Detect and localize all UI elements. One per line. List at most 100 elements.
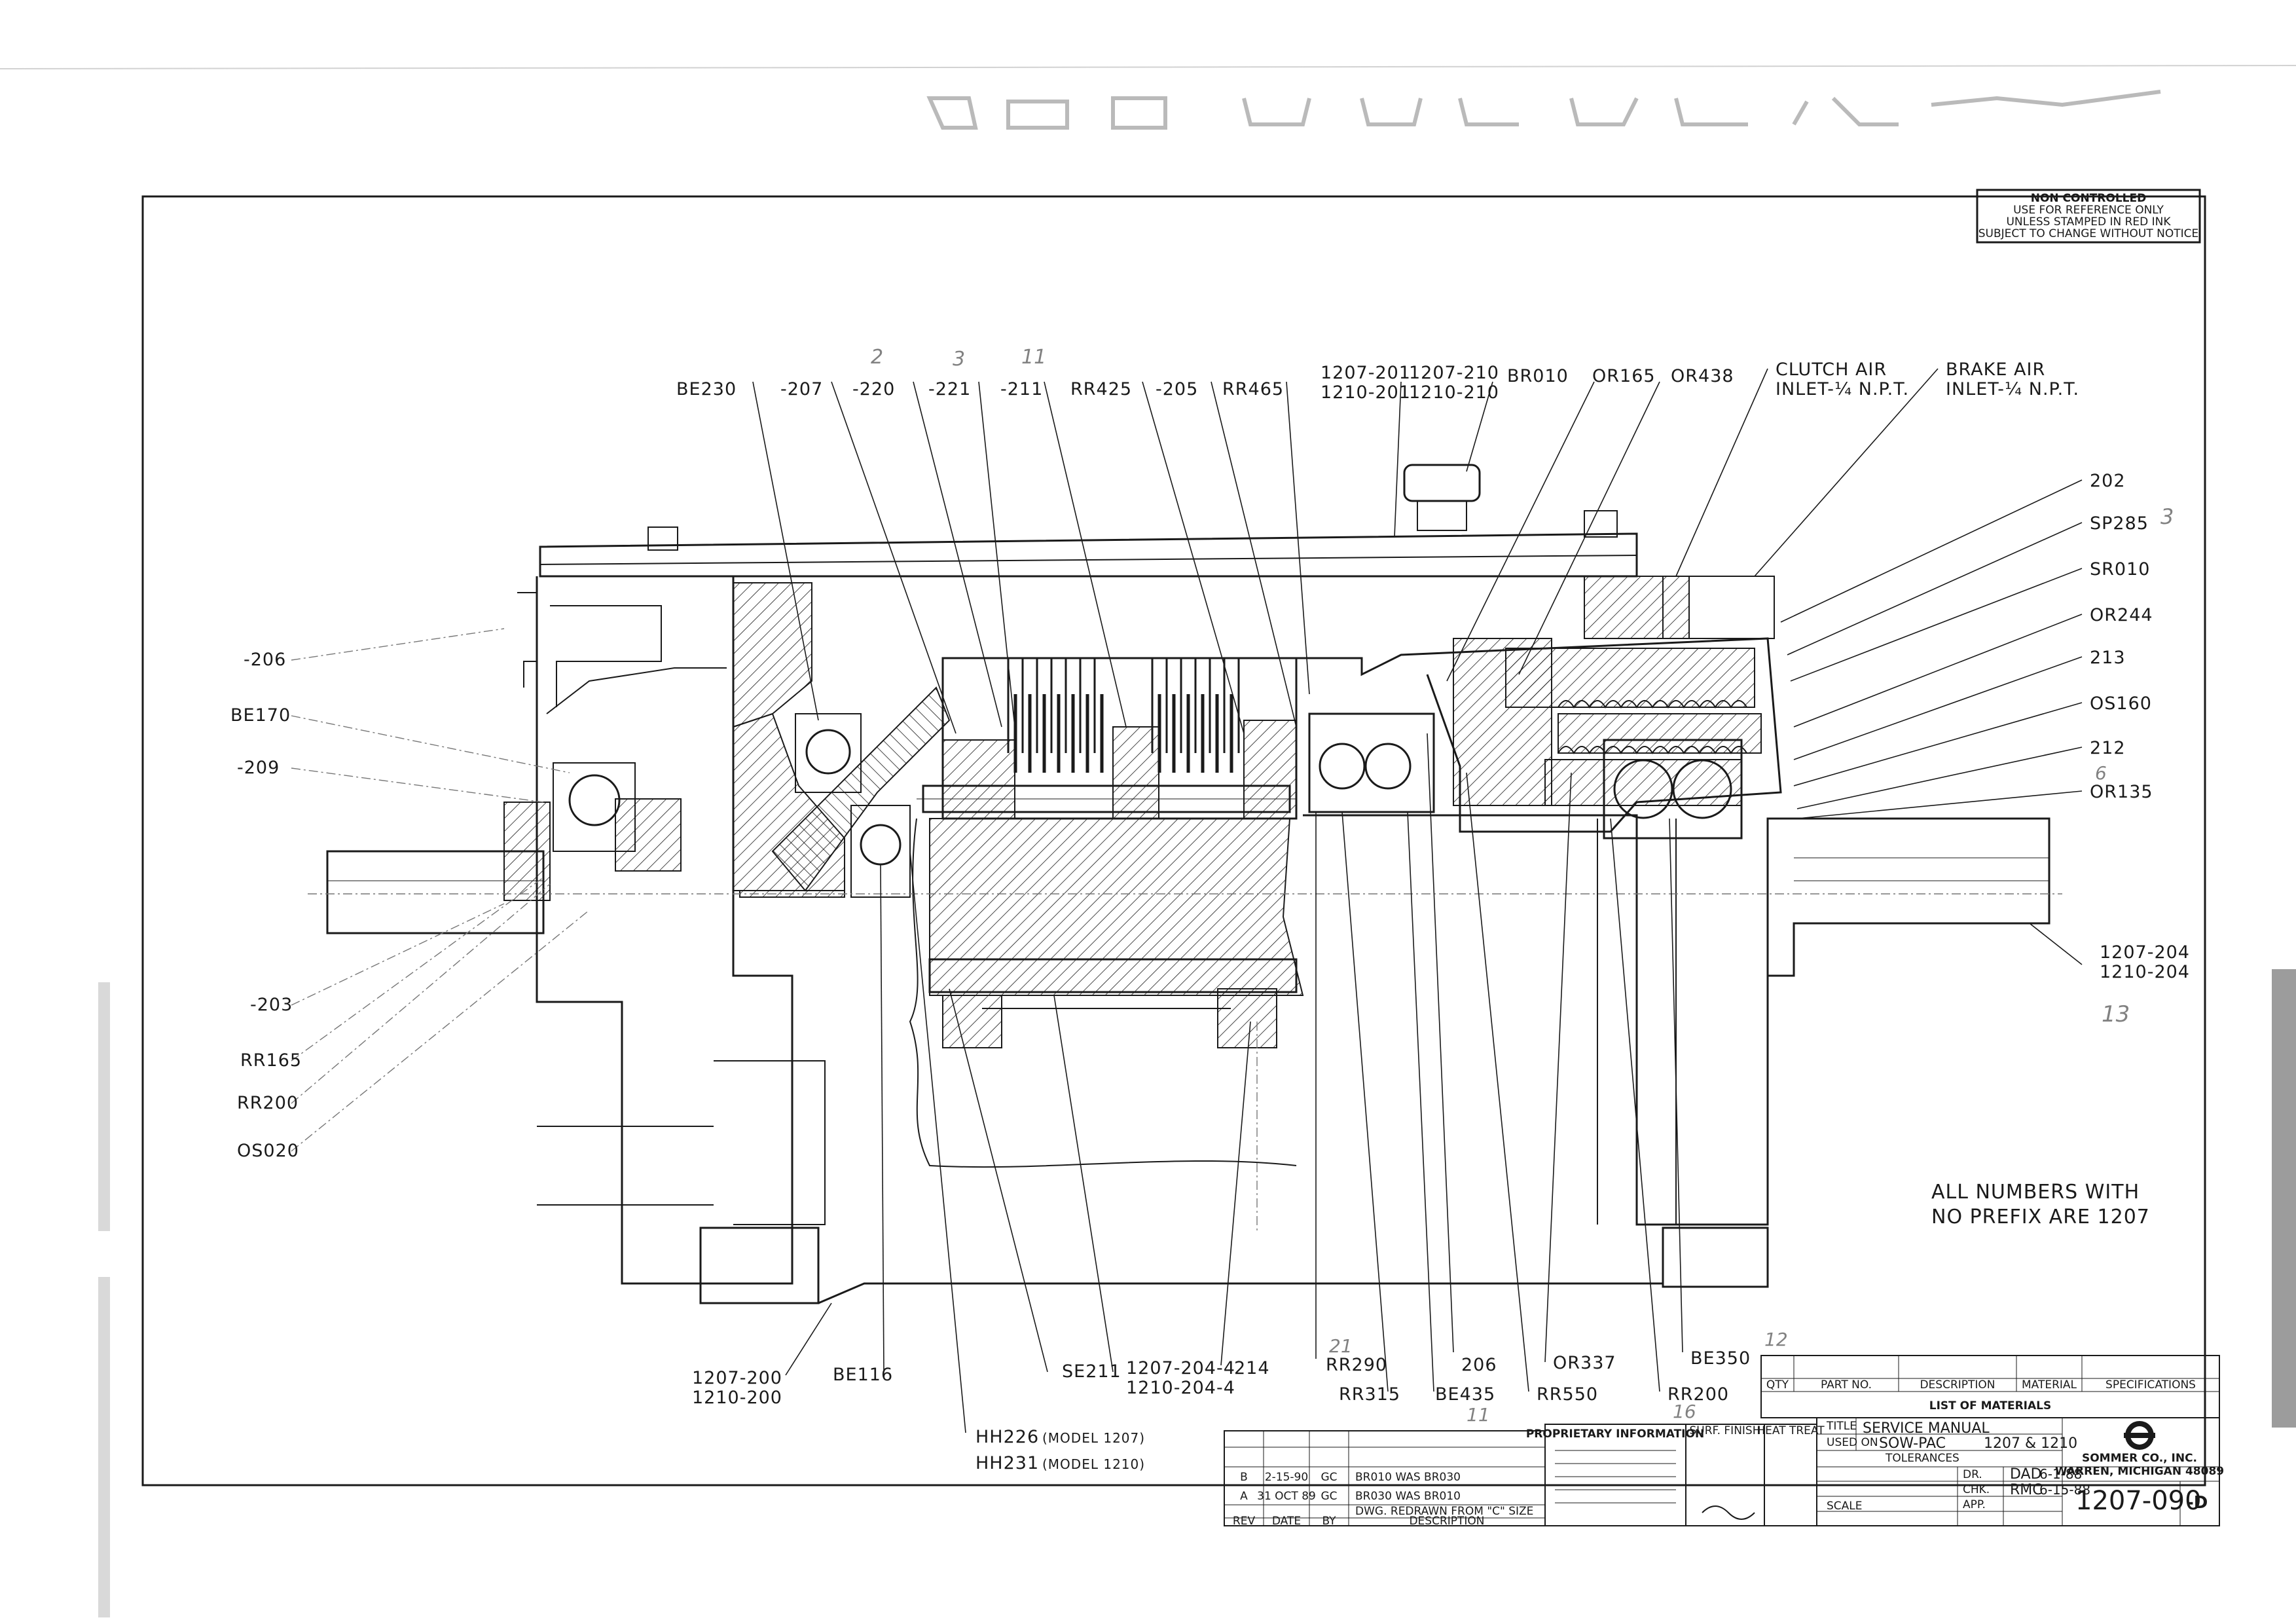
label-be435: BE435 [1435,1384,1495,1405]
surf-finish-label: SURF. FINISH [1690,1424,1761,1437]
label-hh226: HH226 [975,1427,1039,1447]
company-name: SOMMER CO., INC. [2082,1452,2197,1465]
label-brake-air: BRAKE AIR [1946,360,2045,380]
rev-header-rev: REV [1233,1515,1256,1528]
label-clutch-air-inlet: INLET-¼ N.P.T. [1776,379,1909,399]
label-rr200-left: RR200 [237,1093,299,1113]
checked-date: 6-15-88 [2039,1482,2090,1498]
hand-note-5: 6 [2095,762,2107,784]
list-header-part-no: PART NO. [1821,1378,1872,1392]
list-header-qty: QTY [1766,1378,1789,1392]
hand-note-7: 21 [1329,1335,1353,1357]
product-name: SOW-PAC [1879,1435,1946,1452]
rev-b-description: BR010 WAS BR030 [1355,1471,1461,1484]
rev-a-by: GC [1321,1490,1337,1503]
label-hh226-model: (MODEL 1207) [1042,1430,1145,1446]
label-1207-201: 1207-201 [1321,363,1411,383]
label-212: 212 [2090,738,2126,758]
checked-by: RMC [2010,1482,2043,1498]
rev-header-description: DESCRIPTION [1409,1515,1484,1528]
label-br010: BR010 [1507,366,1569,386]
label-205: -205 [1156,379,1198,399]
company-logo [2124,1421,2155,1450]
approved-label: APP. [1963,1498,1986,1511]
drawing-border [141,195,2206,1486]
label-clutch-air: CLUTCH AIR [1776,360,1887,380]
note-line-1: ALL NUMBERS WITH [1931,1181,2140,1204]
label-202: 202 [2090,471,2126,491]
note-line-2: NO PREFIX ARE 1207 [1931,1206,2150,1228]
label-brake-air-inlet: INLET-¼ N.P.T. [1946,379,2079,399]
label-1210-200: 1210-200 [692,1388,782,1408]
label-hh231: HH231 [975,1453,1039,1473]
hand-note-8: 16 [1673,1401,1696,1422]
list-header-description: DESCRIPTION [1920,1378,1995,1392]
label-sr010: SR010 [2090,559,2150,580]
part-labels: BE230 -207 -220 -221 -211 RR425 -205 RR4… [230,360,2190,1473]
list-header-specifications: SPECIFICATIONS [2105,1378,2196,1392]
hand-note-3: 11 [1021,346,1046,369]
label-sp285: SP285 [2090,513,2149,534]
revision-block: B 2-15-90 GC BR010 WAS BR030 A 31 OCT 89… [1224,1430,1546,1528]
label-rr315: RR315 [1339,1384,1400,1405]
heat-treat-label: HEAT TREAT [1757,1424,1825,1437]
rev-redrawn-description: DWG. REDRAWN FROM "C" SIZE [1355,1505,1533,1518]
label-os020: OS020 [237,1141,299,1161]
title-block: PROPRIETARY INFORMATION SURF. FINISH HEA… [1526,1355,2224,1526]
drawing-size: -D [2187,1493,2208,1513]
label-be116: BE116 [833,1365,893,1385]
label-213: 213 [2090,648,2126,668]
label-209: -209 [237,758,280,778]
label-1210-201: 1210-201 [1321,382,1411,403]
list-header-material: MATERIAL [2022,1378,2077,1392]
scan-artifacts [0,65,2296,1617]
stamp-title: NON CONTROLLED [2031,192,2147,205]
label-or165: OR165 [1592,366,1656,386]
rev-b-date: 2-15-90 [1265,1471,1308,1484]
hand-note-6: 13 [2102,1001,2130,1027]
label-214: 214 [1234,1358,1270,1378]
label-rr165: RR165 [240,1050,302,1071]
label-rr425: RR425 [1070,379,1132,399]
label-211: -211 [1000,379,1043,399]
label-be230: BE230 [676,379,737,399]
used-on-label: USED ON [1827,1436,1878,1449]
label-1207-210: 1207-210 [1409,363,1499,383]
proprietary-title: PROPRIETARY INFORMATION [1526,1428,1704,1441]
list-of-materials-title: LIST OF MATERIALS [1929,1399,2052,1412]
drawn-date: 6-1-88 [2039,1466,2082,1482]
stamp-line-2: UNLESS STAMPED IN RED INK [2006,215,2171,229]
rev-a-description: BR030 WAS BR010 [1355,1490,1461,1503]
label-rr550: RR550 [1537,1384,1598,1405]
label-or438: OR438 [1671,366,1734,386]
label-1210-210: 1210-210 [1409,382,1499,403]
label-or337: OR337 [1553,1353,1616,1373]
hand-note-10: 11 [1467,1404,1490,1426]
scale-label: SCALE [1827,1500,1863,1513]
label-1207-204-4: 1207-204-4 [1126,1358,1235,1378]
drawing-number: 1207-090 [2075,1486,2202,1516]
label-220: -220 [852,379,895,399]
label-1207-204: 1207-204 [2100,942,2190,963]
hand-note-4: 3 [2160,504,2174,529]
drawing-title: SERVICE MANUAL [1863,1420,1990,1437]
label-206-left: -206 [244,650,286,670]
label-rr290: RR290 [1326,1355,1387,1375]
handwritten-marks: 2 3 11 3 6 13 21 16 12 11 [871,346,2174,1426]
rev-b-letter: B [1240,1471,1248,1484]
rev-a-date: 31 OCT 89 [1257,1490,1316,1503]
label-be170: BE170 [230,705,291,726]
label-be350: BE350 [1690,1348,1751,1369]
rev-header-date: DATE [1272,1515,1301,1528]
leader-lines [291,368,2083,1433]
label-1210-204-4: 1210-204-4 [1126,1378,1235,1398]
label-hh231-model: (MODEL 1210) [1042,1456,1145,1472]
label-1210-204: 1210-204 [2100,962,2190,982]
stamp-line-3: SUBJECT TO CHANGE WITHOUT NOTICE [1978,227,2199,240]
checked-label: CHK. [1963,1483,1990,1496]
label-1207-200: 1207-200 [692,1368,782,1388]
hand-note-2: 3 [953,348,965,371]
company-address: WARREN, MICHIGAN 48089 [2055,1465,2224,1478]
hand-note-9: 12 [1764,1329,1788,1350]
